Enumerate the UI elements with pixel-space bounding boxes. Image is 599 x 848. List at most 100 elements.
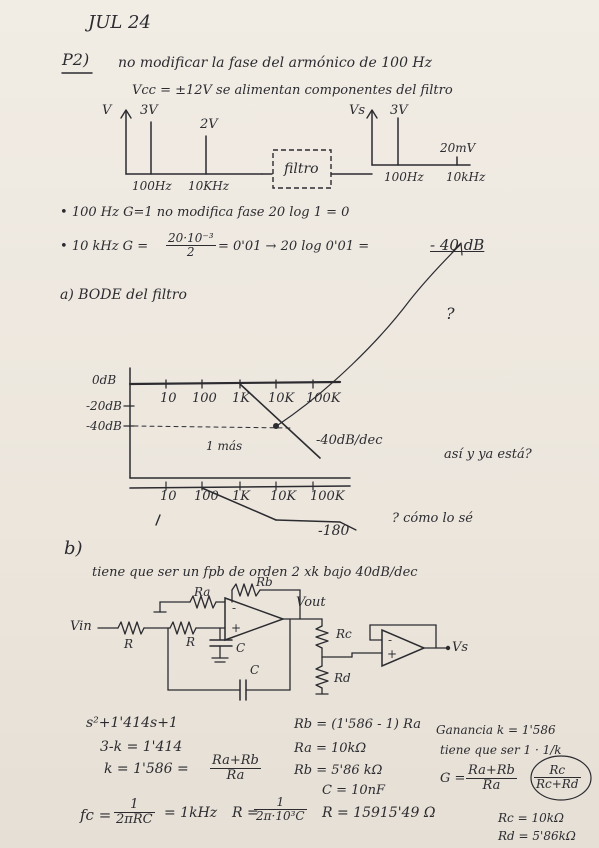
- mag-x-label-10: 10: [160, 391, 177, 406]
- eq-k-fraction: Ra+Rb Ra: [210, 754, 261, 782]
- bode-phase-plot: [129, 481, 357, 531]
- output-freq-1: 100Hz: [384, 170, 424, 184]
- gain-fraction-2: Rc Rc+Rd: [534, 764, 581, 790]
- page-date: JUL 24: [88, 12, 151, 33]
- output-amp-2: 20mV: [440, 141, 476, 155]
- fraction-numerator: Rc: [534, 764, 581, 778]
- mag-slope-note: -40dB/dec: [316, 433, 383, 448]
- eq-fc-fraction: 1 2πRC: [114, 798, 155, 826]
- fraction-denominator: Rc+Rd: [536, 776, 579, 791]
- eq-k-1: 3-k = 1'414: [100, 739, 183, 755]
- mag-x-label-100: 100: [192, 391, 217, 406]
- part-a-question-mark: ?: [446, 304, 455, 323]
- problem-label: P2): [62, 50, 90, 69]
- mag-y-label-20db: -20dB: [86, 399, 122, 413]
- opamp2-minus: -: [388, 633, 393, 647]
- circuit-c1: C: [236, 641, 246, 655]
- eq-fc: fc =: [80, 806, 112, 824]
- mag-x-label-1k: 1K: [232, 391, 250, 406]
- mag-x-label-100k: 100K: [306, 391, 341, 406]
- gain-fraction-1: Ra+Rb Ra: [466, 764, 517, 792]
- phase-x-label-10k: 10K: [270, 489, 297, 504]
- fraction-numerator: Ra+Rb: [466, 763, 517, 779]
- bode-magnitude-plot: [123, 367, 351, 479]
- phase-value: -180: [318, 523, 350, 539]
- fraction-numerator: Ra+Rb: [210, 753, 261, 769]
- p2-line-2: Vcc = ±12V se alimentan componentes del …: [132, 83, 453, 98]
- filter-box-label: filtro: [284, 161, 319, 177]
- bullet-10khz-text-a: 10 kHz G =: [71, 239, 149, 254]
- gain-line-3: G =: [440, 771, 466, 786]
- phase-x-label-10: 10: [160, 489, 177, 504]
- mag-side-note: así y ya está?: [444, 447, 532, 462]
- part-b-label: b): [64, 538, 83, 559]
- mag-y-label-0db: 0dB: [92, 373, 117, 387]
- circuit-rd: Rd: [334, 671, 351, 685]
- circuit-ra: Ra: [194, 585, 211, 599]
- fraction-numerator: 1: [114, 798, 155, 813]
- filter-block: [261, 149, 373, 189]
- fraction-denominator: 2: [186, 244, 195, 259]
- bullet-10khz-fraction: 20·10⁻³ 2: [166, 232, 216, 258]
- bullet-10khz-text-b: = 0'01 → 20 log 0'01 =: [218, 239, 370, 254]
- phase-x-label-100k: 100K: [310, 489, 345, 504]
- phase-note: ? cómo lo sé: [392, 511, 473, 526]
- output-spectrum-plot: [366, 109, 471, 166]
- part-b-line-1: tiene que ser un fpb de orden 2 xk bajo …: [92, 565, 418, 580]
- eq-fc-value: = 1kHz: [164, 805, 218, 821]
- circuit-r2: R: [186, 635, 196, 649]
- eq-r-fraction: 1 2π·10³C: [254, 796, 307, 822]
- circuit-vin: Vin: [70, 619, 92, 634]
- circuit-vs: Vs: [452, 640, 469, 655]
- gain-line-2: tiene que ser 1 · 1/k: [440, 743, 562, 757]
- gain-line-1: Ganancia k = 1'586: [436, 723, 556, 737]
- fraction-denominator: 2πRC: [116, 811, 153, 827]
- input-axis-label: V: [102, 103, 112, 118]
- fraction-denominator: 2π·10³C: [256, 808, 305, 823]
- opamp1-minus: -: [232, 601, 237, 615]
- circuit-rc: Rc: [336, 627, 352, 641]
- bullet-100hz-text: 100 Hz G=1 no modifica fase 20 log 1 = 0: [71, 205, 350, 220]
- input-amp-2: 2V: [200, 117, 218, 132]
- eq-ra: Ra = 10kΩ: [294, 741, 367, 756]
- eq-c: C = 10nF: [322, 783, 386, 798]
- phase-x-label-100: 100: [194, 489, 219, 504]
- eq-r: R =: [232, 805, 259, 821]
- mag-mid-note: 1 más: [206, 439, 243, 453]
- opamp2-plus: +: [387, 647, 398, 661]
- part-a-title: a) BODE del filtro: [60, 287, 187, 303]
- eq-polynomial: s²+1'414s+1: [86, 715, 178, 731]
- input-freq-2: 10KHz: [188, 179, 230, 193]
- rd-value: Rd = 5'86kΩ: [498, 829, 576, 843]
- phase-x-label-1k: 1K: [232, 489, 250, 504]
- rc-value: Rc = 10kΩ: [498, 811, 564, 825]
- eq-rb-value: Rb = 5'86 kΩ: [294, 763, 383, 778]
- bullet-10khz: • 10 kHz G =: [60, 239, 149, 254]
- circuit-c2: C: [250, 663, 260, 677]
- mag-y-label-40db: -40dB: [86, 419, 122, 433]
- opamp1-plus: +: [231, 621, 242, 635]
- fraction-denominator: Ra: [482, 777, 501, 793]
- output-amp-1: 3V: [390, 103, 408, 118]
- bullet-10khz-result: - 40 dB: [430, 236, 485, 254]
- input-freq-1: 100Hz: [132, 179, 172, 193]
- eq-rb: Rb = (1'586 - 1) Ra: [294, 717, 421, 732]
- fraction-numerator: 20·10⁻³: [166, 231, 216, 246]
- bullet-100hz: • 100 Hz G=1 no modifica fase 20 log 1 =…: [60, 205, 350, 220]
- fraction-numerator: 1: [254, 796, 307, 810]
- output-freq-2: 10kHz: [446, 170, 486, 184]
- p2-line-1: no modificar la fase del armónico de 100…: [118, 55, 433, 71]
- circuit-r1: R: [124, 637, 134, 651]
- output-axis-label: Vs: [349, 103, 366, 118]
- circuit-rb: Rb: [256, 575, 273, 589]
- input-amp-1: 3V: [140, 103, 158, 118]
- eq-r-value: R = 15915'49 Ω: [322, 805, 436, 821]
- eq-k-2: k = 1'586 =: [104, 761, 189, 777]
- circuit-vout: Vout: [296, 595, 326, 610]
- fraction-denominator: Ra: [226, 767, 245, 783]
- mag-x-label-10k: 10K: [268, 391, 295, 406]
- sallen-key-circuit: [97, 583, 451, 701]
- input-spectrum-plot: [120, 109, 263, 175]
